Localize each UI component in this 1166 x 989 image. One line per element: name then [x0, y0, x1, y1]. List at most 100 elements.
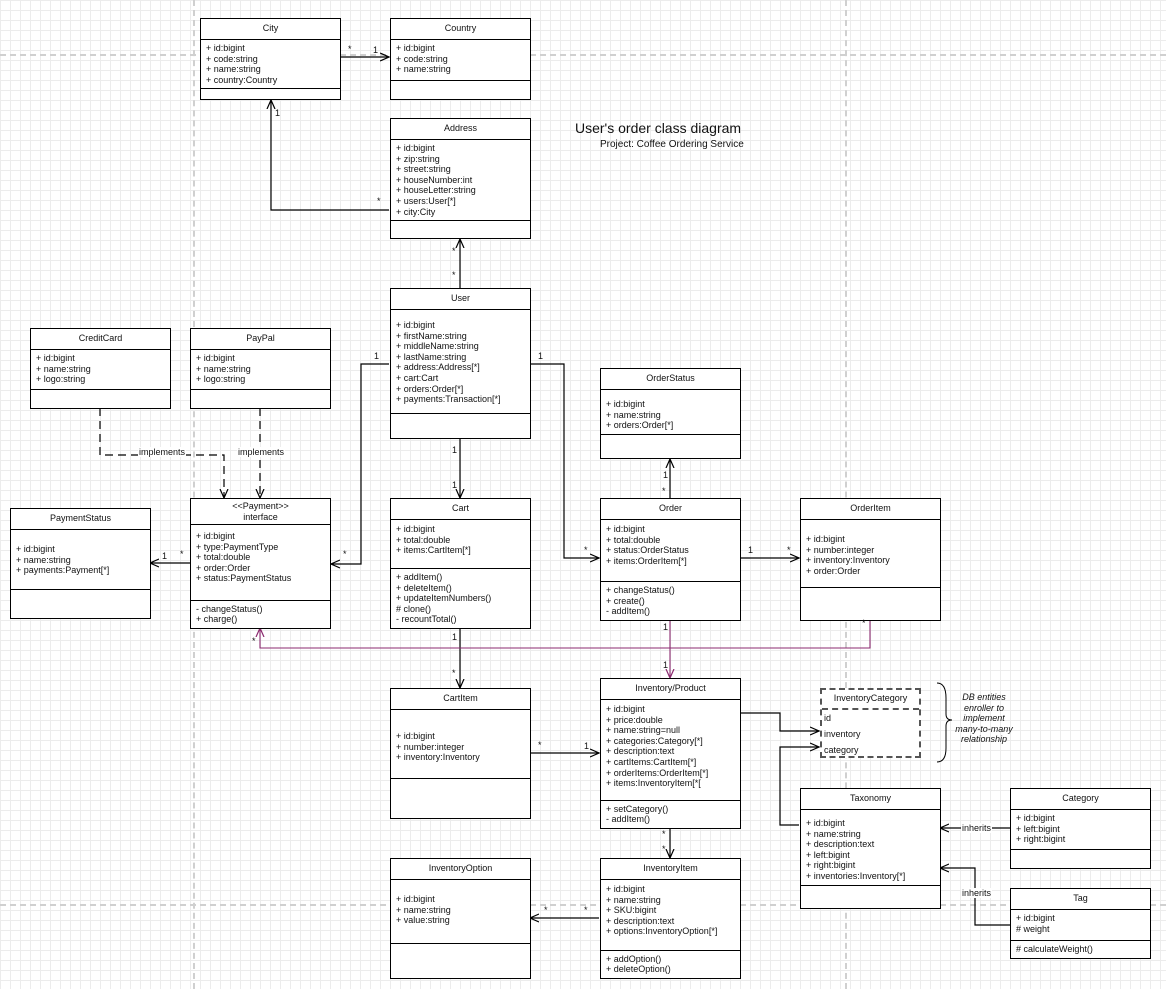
attribute: + id:bigint [606, 704, 645, 714]
class-orderitem[interactable]: OrderItem + id:bigint + number:integer +… [800, 498, 941, 621]
diagram-title: User's order class diagram [575, 120, 742, 136]
class-orderstatus[interactable]: OrderStatus + id:bigint + name:string + … [600, 368, 741, 459]
attribute: + lastName:string [396, 351, 467, 362]
method: + addItem() [396, 572, 443, 583]
attributes: + id:bigint + name:string + orders:Order… [601, 390, 740, 435]
attribute: + id:bigint [606, 399, 645, 409]
attribute: + users:User[*] [396, 195, 456, 206]
methods [801, 588, 940, 620]
methods [31, 390, 170, 408]
class-inventory-product[interactable]: Inventory/Product + id:bigint + price:do… [600, 678, 741, 829]
methods [391, 944, 530, 978]
multiplicity-label: * [584, 545, 588, 555]
methods: # calculateWeight() [1011, 941, 1150, 958]
attribute: + id:bigint [1016, 913, 1055, 923]
attribute: + id:bigint [196, 531, 235, 541]
class-paypal[interactable]: PayPal + id:bigint + name:string + logo:… [190, 328, 331, 409]
methods: + setCategory() - addItem() [601, 801, 740, 828]
attribute: + inventory:Inventory [396, 752, 480, 763]
multiplicity-label: * [452, 246, 456, 256]
class-payment-interface[interactable]: <<Payment>> interface + id:bigint + type… [190, 498, 331, 629]
attribute: + houseNumber:int [396, 174, 473, 185]
methods: + changeStatus() + create() - addItem() [601, 582, 740, 620]
attribute: + options:InventoryOption[*] [606, 926, 718, 937]
multiplicity-label: 1 [584, 741, 590, 751]
method: + deleteItem() [396, 582, 452, 593]
multiplicity-label: * [787, 545, 791, 555]
attributes: + id:bigint # weight [1011, 910, 1150, 942]
class-inventoryitem[interactable]: InventoryItem + id:bigint + name:string … [600, 858, 741, 979]
class-creditcard[interactable]: CreditCard + id:bigint + name:string + l… [30, 328, 171, 409]
methods [391, 221, 530, 239]
attribute: + name:string [196, 363, 251, 374]
class-address[interactable]: Address + id:bigint + zip:string + stree… [390, 118, 531, 239]
attribute: + code:string [206, 53, 258, 64]
attribute: + logo:string [196, 374, 246, 385]
class-country[interactable]: Country + id:bigint + code:string + name… [390, 18, 531, 100]
method: + updateItemNumbers() [396, 593, 492, 604]
attributes: + id:bigint + total:double + items:CartI… [391, 520, 530, 570]
attribute: + orders:Order[*] [606, 420, 674, 431]
attribute: + name:string [206, 64, 261, 75]
attribute: + orderItems:OrderItem[*] [606, 767, 709, 778]
class-category[interactable]: Category + id:bigint + left:bigint + rig… [1010, 788, 1151, 869]
attribute: + value:string [396, 915, 450, 926]
class-name: CartItem [391, 689, 530, 710]
multiplicity-label: 1 [663, 470, 669, 480]
attribute: + items:InventoryItem[*[ [606, 778, 701, 789]
attribute: + id:bigint [396, 320, 435, 330]
class-inventorycategory[interactable]: InventoryCategory id inventory category [820, 688, 921, 758]
attribute: + price:double [606, 714, 663, 725]
class-tag[interactable]: Tag + id:bigint # weight # calculateWeig… [1010, 888, 1151, 959]
attributes: + id:bigint + type:PaymentType + total:d… [191, 525, 330, 601]
class-user[interactable]: User + id:bigint + firstName:string + mi… [390, 288, 531, 439]
attributes: + id:bigint + name:string + value:string [391, 880, 530, 944]
note-line: enroller to [963, 702, 1005, 713]
class-cart[interactable]: Cart + id:bigint + total:double + items:… [390, 498, 531, 629]
attributes: + id:bigint + name:string + description:… [801, 810, 940, 886]
class-order[interactable]: Order + id:bigint + total:double + statu… [600, 498, 741, 621]
method: - changeStatus() [196, 603, 263, 614]
attribute: + categories:Category[*] [606, 735, 703, 746]
multiplicity-label: 1 [538, 351, 544, 361]
class-name: Country [391, 19, 530, 40]
attribute: + id:bigint [396, 524, 435, 534]
attribute: + payments:Transaction[*] [396, 394, 501, 405]
multiplicity-label: * [452, 668, 456, 678]
page-break-guide [0, 54, 1166, 56]
attribute: + country:Country [206, 74, 278, 85]
attributes: + id:bigint + total:double + status:Orde… [601, 520, 740, 583]
class-cartitem[interactable]: CartItem + id:bigint + number:integer + … [390, 688, 531, 819]
multiplicity-label: * [662, 844, 666, 854]
attribute: + id:bigint [396, 43, 435, 53]
attribute: + cart:Cart [396, 372, 439, 383]
class-taxonomy[interactable]: Taxonomy + id:bigint + name:string + des… [800, 788, 941, 909]
methods [391, 81, 530, 99]
note-brace [936, 682, 953, 763]
stereotype: <<Payment>> [232, 501, 289, 511]
class-name: Cart [391, 499, 530, 520]
attribute: + total:double [196, 552, 251, 563]
field: id [824, 713, 832, 723]
method: + deleteOption() [606, 964, 671, 975]
multiplicity-label: 1 [663, 622, 669, 632]
multiplicity-label: 1 [452, 445, 458, 455]
attribute: + street:string [396, 164, 451, 175]
attribute: + id:bigint [196, 353, 235, 363]
class-name: InventoryOption [391, 859, 530, 880]
class-inventoryoption[interactable]: InventoryOption + id:bigint + name:strin… [390, 858, 531, 979]
class-city[interactable]: City + id:bigint + code:string + name:st… [200, 18, 341, 100]
attribute: + inventory:Inventory [806, 555, 890, 566]
methods [11, 590, 150, 618]
multiplicity-label: * [862, 618, 866, 628]
attributes: + id:bigint + name:string + payments:Pay… [11, 530, 150, 590]
method: # calculateWeight() [1016, 944, 1093, 955]
class-name: Taxonomy [801, 789, 940, 810]
interface-label: interface [243, 512, 278, 522]
class-name: CreditCard [31, 329, 170, 350]
multiplicity-label: 1 [275, 108, 281, 118]
attribute: + zip:string [396, 153, 440, 164]
class-paymentstatus[interactable]: PaymentStatus + id:bigint + name:string … [10, 508, 151, 619]
page-break-guide [0, 904, 1166, 906]
